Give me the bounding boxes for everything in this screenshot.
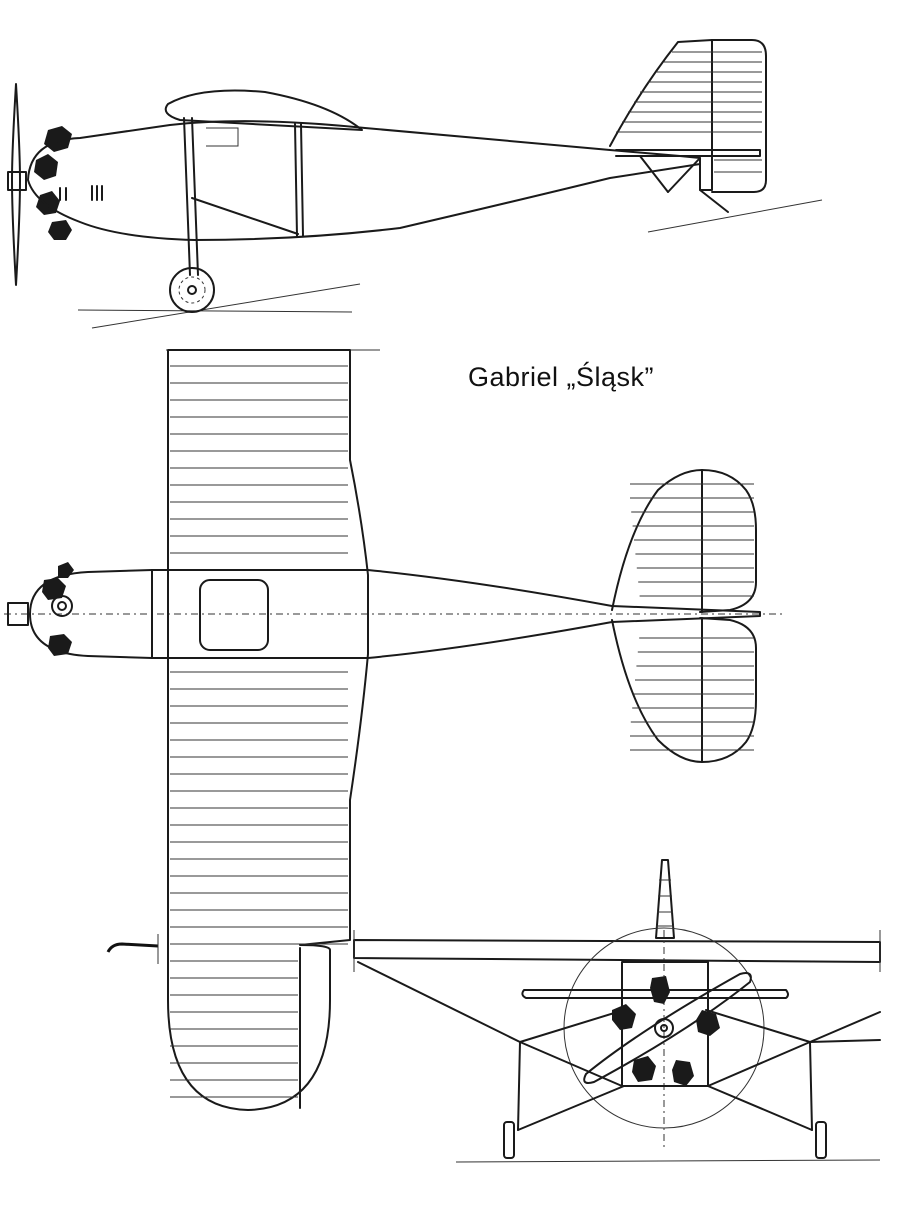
- wing-struts-side: [183, 117, 304, 276]
- wing-top: [167, 349, 369, 1111]
- struts-front: [357, 961, 881, 1131]
- main-wheel-side: [169, 267, 215, 313]
- drawing-title: Gabriel „Śląsk”: [468, 362, 655, 392]
- stabilizer-front: [521, 989, 789, 999]
- wheels-front: [503, 1121, 827, 1159]
- front-view: [353, 859, 881, 1163]
- wing-front: [353, 939, 881, 963]
- propeller-side: [7, 83, 27, 286]
- engine-top: [7, 562, 74, 656]
- wing-side: [164, 89, 363, 131]
- exhaust-vents-side: [59, 185, 103, 201]
- engine-cylinders-front: [612, 976, 720, 1086]
- tail-fin-side: [609, 39, 767, 213]
- engine-cylinders-side: [34, 126, 72, 240]
- fin-hatching: [616, 51, 762, 173]
- fuselage-side: [27, 120, 701, 241]
- top-view: [4, 349, 784, 1111]
- cockpit-top: [199, 579, 269, 651]
- horizontal-tail-top: [611, 469, 757, 763]
- tail-skid-edge: [106, 942, 159, 953]
- wing-rib-hatching: [170, 365, 348, 1098]
- tail-hatching: [630, 483, 754, 751]
- side-view: [7, 39, 823, 329]
- fuselage-top: [29, 569, 761, 659]
- propeller-front: [583, 972, 752, 1084]
- window-side: [206, 127, 239, 147]
